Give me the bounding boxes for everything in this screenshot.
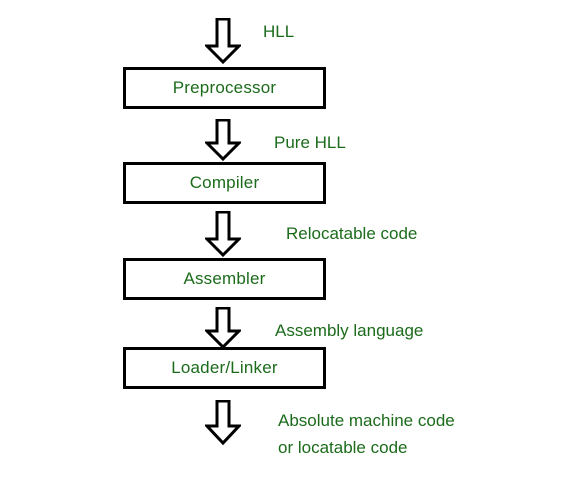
relocatable-code-label: Relocatable code (286, 224, 418, 243)
input-label: HLL (263, 22, 295, 41)
compiler-label: Compiler (189, 173, 260, 192)
input-arrow-icon (205, 18, 241, 64)
output-label-line2: or locatable code (278, 438, 408, 457)
preprocessor-box: Preprocessor (123, 67, 326, 109)
preprocessor-to-compiler-arrow-icon (205, 119, 241, 161)
assembler-to-loader-arrow-icon (205, 307, 241, 349)
loader-linker-box: Loader/Linker (123, 347, 326, 389)
assembly-language-label: Assembly language (275, 321, 424, 340)
output-arrow-icon (205, 400, 241, 446)
preprocessor-label: Preprocessor (172, 78, 277, 97)
compiler-box: Compiler (123, 162, 326, 204)
assembler-box: Assembler (123, 258, 326, 300)
pure-hll-label: Pure HLL (274, 133, 346, 152)
loader-linker-label: Loader/Linker (171, 358, 278, 377)
compiler-to-assembler-arrow-icon (205, 211, 241, 257)
assembler-label: Assembler (183, 269, 266, 288)
output-label-line1: Absolute machine code (278, 411, 455, 430)
